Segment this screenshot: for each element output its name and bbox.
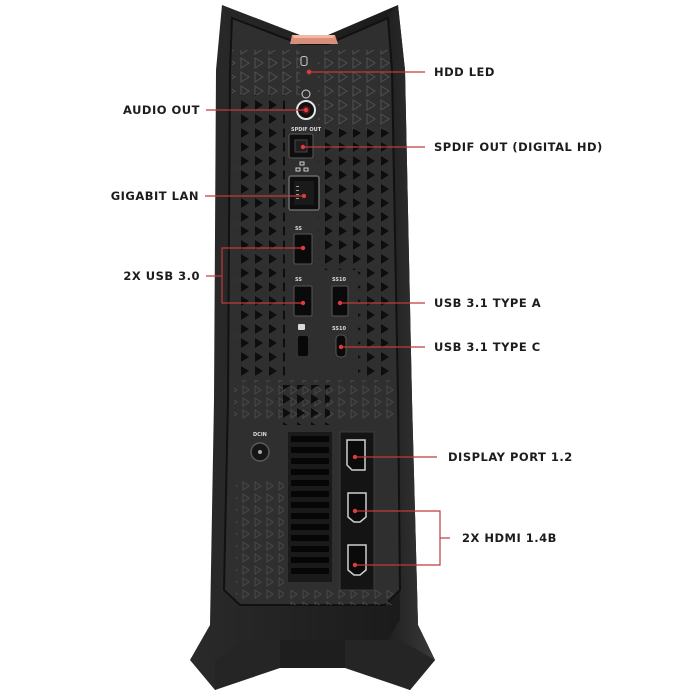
vent-slots xyxy=(288,432,332,582)
usb31-logo: SS10 xyxy=(332,326,346,332)
network-icon xyxy=(295,161,309,172)
label-audio-out: AUDIO OUT xyxy=(123,103,200,117)
label-hdd-led: HDD LED xyxy=(434,65,495,79)
port-dc-in: DCIN xyxy=(250,432,270,462)
label-usb-31-a: USB 3.1 TYPE A xyxy=(434,296,542,310)
vent-grille xyxy=(232,50,396,605)
label-spdif-out: SPDIF OUT (DIGITAL HD) xyxy=(434,140,603,154)
label-usb-30: 2X USB 3.0 xyxy=(123,269,200,283)
feet xyxy=(215,640,435,690)
label-hdmi: 2X HDMI 1.4B xyxy=(462,531,557,545)
port-hdmi-1 xyxy=(347,492,367,523)
port-hdmi-2 xyxy=(347,544,367,576)
label-usb-31-c: USB 3.1 TYPE C xyxy=(434,340,541,354)
callout-dots xyxy=(300,69,358,568)
usb3-logo: SS xyxy=(295,277,302,283)
label-gigabit-lan: GIGABIT LAN xyxy=(110,189,199,203)
headphone-icon xyxy=(301,89,311,99)
port-spdif: SPDIF OUT xyxy=(288,127,322,159)
port-displayport xyxy=(346,439,366,471)
usb31-logo: SS10 xyxy=(332,277,346,283)
port-lan xyxy=(288,161,320,211)
port-usb31-a: SS10 xyxy=(331,277,349,317)
dcin-marking: DCIN xyxy=(253,432,267,438)
label-display-port: DISPLAY PORT 1.2 xyxy=(448,450,573,464)
hdd-icon xyxy=(300,56,308,66)
port-kensington xyxy=(298,324,308,356)
callout-lines xyxy=(205,71,450,566)
usb3-logo: SS xyxy=(295,226,302,232)
spdif-marking: SPDIF OUT xyxy=(291,127,322,133)
lock-icon xyxy=(298,324,305,330)
